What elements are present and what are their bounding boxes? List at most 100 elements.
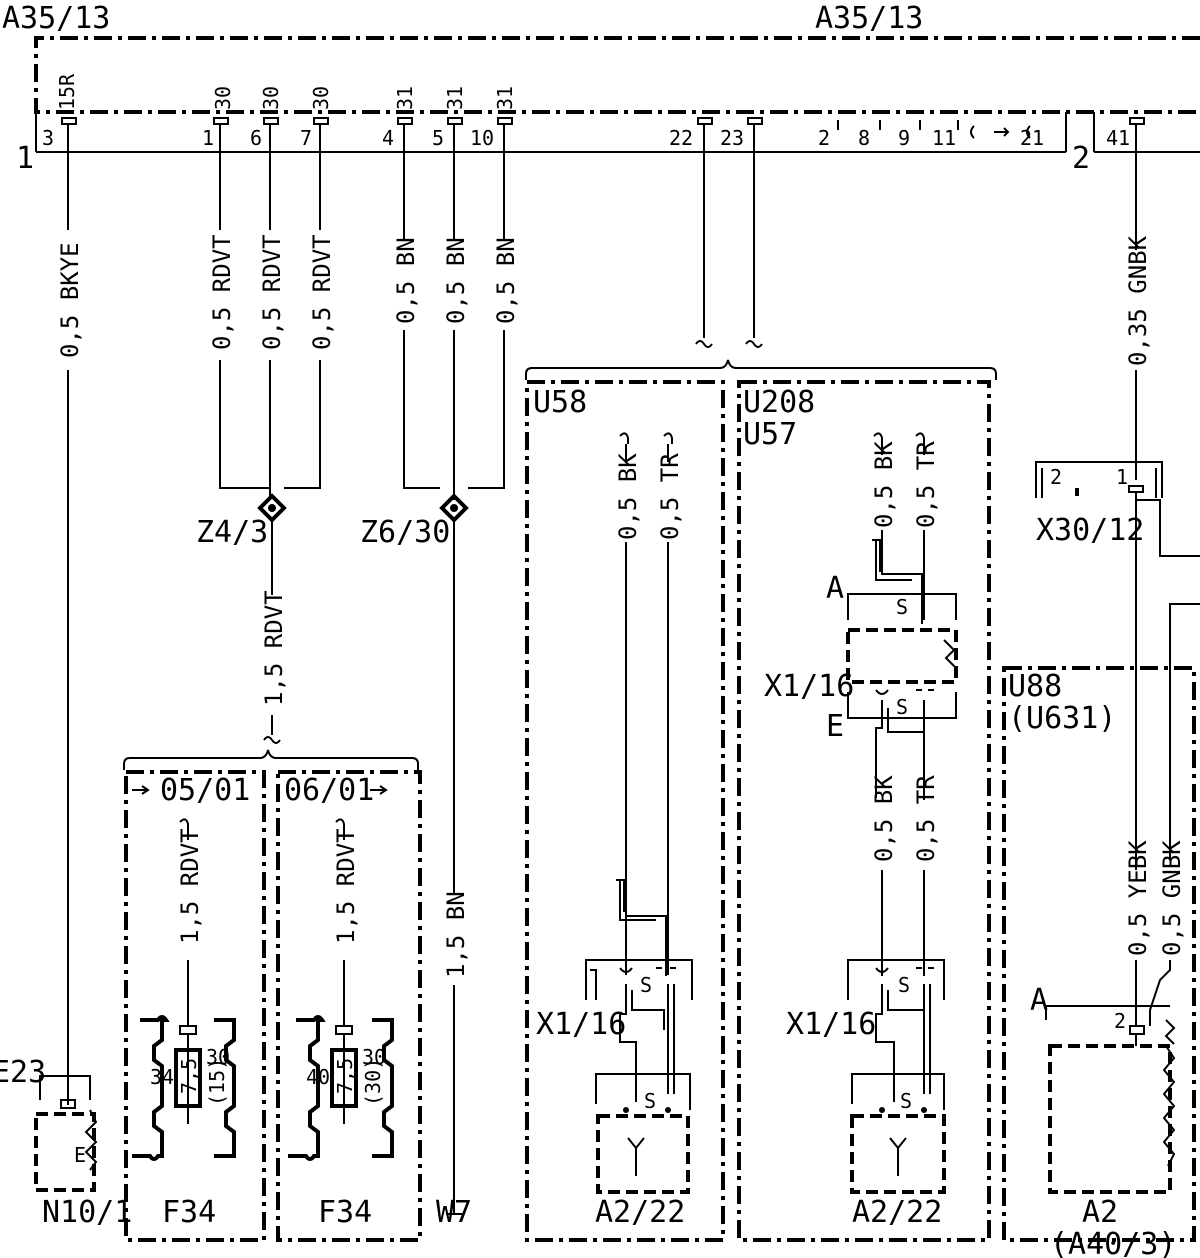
module-a2 — [1048, 1044, 1172, 1194]
u208-x1-16-label: X1/16 — [764, 669, 854, 704]
antenna-icon-right — [889, 1137, 907, 1176]
wire-break-icons — [695, 340, 763, 348]
pin-8: 8 — [858, 126, 870, 150]
a2-pin-2: 2 — [1114, 1009, 1126, 1033]
wire-rdvt-1-label: 0,5 RDVT — [208, 234, 236, 350]
wire-bkye-label-bg — [54, 230, 82, 370]
u208-x1-16-label-2: X1/16 — [786, 1007, 876, 1042]
antenna-a2-22-right-label: A2/22 — [852, 1195, 942, 1230]
variant-u58-label: U58 — [533, 385, 587, 420]
wire-rdvt-7-label: 0,5 RDVT — [308, 234, 336, 350]
pin-4: 4 — [382, 126, 394, 150]
u208-shield-label-2: S — [896, 695, 908, 719]
fuse-0501-number: 34 — [150, 1065, 174, 1089]
module-label-left: A35/13 — [2, 1, 110, 36]
u58-wire-bk-label: 0,5 BK — [614, 453, 642, 540]
pin-41: 41 — [1106, 126, 1130, 150]
terminal-30-b: 30 — [259, 86, 283, 110]
variant-u631-label: (U631) — [1008, 701, 1116, 736]
variant-brace — [525, 359, 997, 380]
wire-gnbk-05-label: 0,5 GNBK — [1158, 840, 1186, 956]
terminal-31-c: 31 — [493, 86, 517, 110]
wire-rdvt-6-label: 0,5 RDVT — [258, 234, 286, 350]
module-n10-1 — [34, 1112, 96, 1192]
socket-41 — [1129, 117, 1145, 130]
fuse-0601-rating: 7,5 — [333, 1058, 357, 1094]
u208-wire-bk-label-2: 0,5 BK — [870, 775, 898, 862]
u58-x1-16-lower-connector — [595, 1073, 691, 1110]
module-a2-label: A2 — [1082, 1195, 1118, 1230]
connector-1-label: 1 — [16, 141, 34, 176]
fuse-box-0601 — [276, 770, 422, 1242]
connector-x30-12-label: X30/12 — [1036, 513, 1144, 548]
fuse-0501-rating: 7,5 — [177, 1058, 201, 1094]
u208-wire-tr-label-2: 0,5 TR — [912, 775, 940, 862]
fuse-0501-wire-label: 1,5 RDVT — [176, 828, 204, 944]
fuse-0601-wire-label: 1,5 RDVT — [332, 828, 360, 944]
module-a35-13-outline — [34, 36, 1200, 114]
u58-shield-label-2: S — [644, 1089, 656, 1113]
wire-bn-4-label: 0,5 BN — [392, 237, 420, 324]
socket-10 — [497, 117, 513, 130]
arrow-right-icon-left — [132, 785, 150, 795]
variant-box-u88 — [1002, 666, 1196, 1242]
antenna-a2-22-left-label: A2/22 — [595, 1195, 685, 1230]
pin-sockets — [61, 117, 1145, 130]
antenna-icon-left — [627, 1137, 645, 1176]
socket-6 — [263, 117, 279, 130]
x30-12-pin-2: 2 — [1050, 465, 1062, 489]
wire-gnbk-035-label: 0,35 GNBK — [1124, 235, 1152, 366]
socket-unused — [837, 120, 959, 130]
connector-2-label: 2 — [1072, 141, 1090, 176]
ground-w7-label: W7 — [436, 1195, 472, 1230]
splice-z6-30-label: Z6/30 — [360, 515, 450, 550]
wire-yebk-label: 0,5 YEBK — [1124, 840, 1152, 956]
ref-0601-label: 06/01 — [284, 773, 374, 808]
pin-11: 11 — [932, 126, 956, 150]
connector-e23-label: E23 — [0, 1055, 46, 1090]
pin-21-link-symbol — [970, 125, 1031, 139]
u208-shield-label-4: S — [900, 1089, 912, 1113]
u58-wiring: 0,5 BK 0,5 TR S S — [585, 432, 693, 1113]
splice-z4-3-label: Z4/3 — [196, 515, 268, 550]
x30-12-pin-1: 1 — [1116, 465, 1128, 489]
pin-23: 23 — [720, 126, 744, 150]
fuse-brace — [123, 749, 419, 770]
variant-box-u208-u57 — [737, 380, 991, 1242]
connector-x30-12 — [1035, 461, 1163, 498]
socket-23 — [747, 117, 763, 130]
u208-wire-bk-label: 0,5 BK — [870, 441, 898, 528]
socket-1 — [213, 117, 229, 130]
wire-bn-15-label: 1,5 BN — [442, 891, 470, 978]
variant-u88-label: U88 — [1008, 669, 1062, 704]
terminal-30-c: 30 — [309, 86, 333, 110]
pin-7: 7 — [300, 126, 312, 150]
ref-0501-label: 05/01 — [160, 773, 250, 808]
terminal-31-a: 31 — [393, 86, 417, 110]
fuse-0501-terminal-15: (15) — [205, 1058, 229, 1106]
pin-21: 21 — [1020, 126, 1044, 150]
terminal-31-b: 31 — [443, 86, 467, 110]
u58-x1-16-upper-connector — [585, 959, 693, 1000]
variant-u208-label: U208 — [743, 385, 815, 420]
wire-bn-5-label: 0,5 BN — [442, 237, 470, 324]
a2-conn-a-label: A — [1030, 983, 1048, 1018]
module-n10-1-label: N10/1 — [42, 1195, 132, 1230]
fuse-0501-wiring: 1,5 RDVT — [132, 818, 236, 1161]
arrow-right-icon-right — [370, 785, 388, 795]
variant-box-u58 — [525, 380, 725, 1242]
pin-22: 22 — [669, 126, 693, 150]
antenna-a2-22-left — [596, 1114, 690, 1194]
socket-3 — [61, 117, 77, 130]
fuse-f34-right-label: F34 — [318, 1195, 372, 1230]
fuse-0501-terminal-30: 30 — [206, 1045, 230, 1069]
fuse-0601-terminal-30: 30 — [362, 1045, 386, 1069]
pin-9: 9 — [898, 126, 910, 150]
fuse-box-0501 — [124, 770, 266, 1242]
pin-10: 10 — [470, 126, 494, 150]
terminal-labels: 15R 30 30 30 31 31 31 — [55, 73, 517, 110]
u58-x1-16-label: X1/16 — [536, 1007, 626, 1042]
antenna-a2-22-right — [850, 1114, 946, 1194]
wire-bn-10-label: 0,5 BN — [492, 237, 520, 324]
pin-1: 1 — [202, 126, 214, 150]
